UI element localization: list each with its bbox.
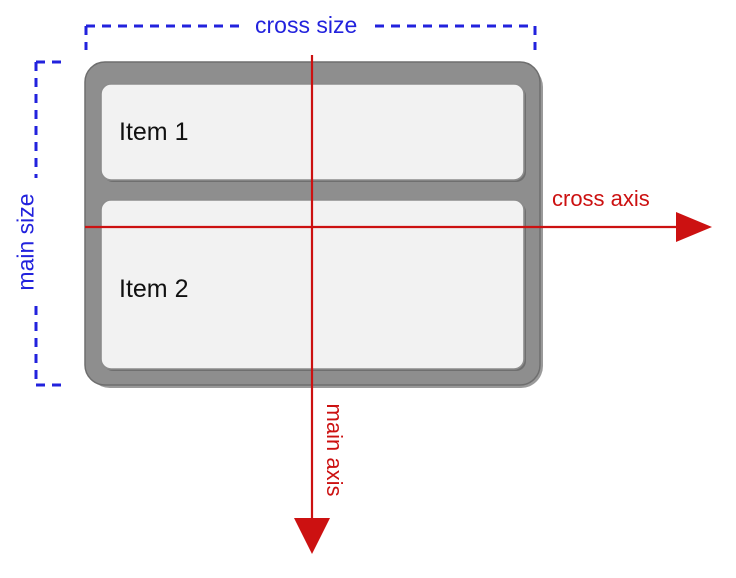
flex-item-2-label: Item 2 <box>119 275 189 303</box>
cross-axis-arrowhead <box>676 212 712 242</box>
flex-item-1-label: Item 1 <box>119 118 189 146</box>
cross-size-measure-bracket <box>84 24 537 50</box>
main-axis-label: main axis <box>322 403 347 497</box>
main-size-measure-bracket <box>34 60 67 387</box>
cross-size-label: cross size <box>255 12 358 38</box>
main-axis-arrowhead <box>294 518 330 554</box>
main-size-label: main size <box>12 193 39 291</box>
main-axis-arrow <box>294 55 330 554</box>
cross-axis-arrow <box>85 212 712 242</box>
cross-axis-label: cross axis <box>552 186 650 211</box>
